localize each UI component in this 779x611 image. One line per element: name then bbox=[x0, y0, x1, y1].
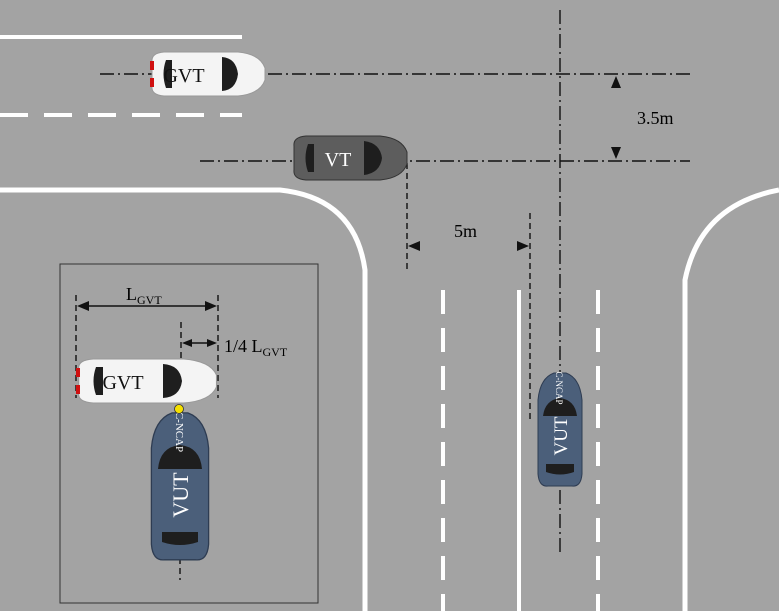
inset-quarter-label: 1/4 LGVT bbox=[224, 336, 288, 359]
vut-inset-vehicle: VUT C-NCAP bbox=[150, 412, 210, 561]
dimension-lateral bbox=[611, 76, 621, 159]
inset-length-label: LGVT bbox=[126, 284, 162, 307]
inset-frame bbox=[59, 263, 319, 604]
curb-right-corner bbox=[682, 187, 779, 611]
label-lateral-gap: 3.5m bbox=[637, 108, 674, 128]
vut-right-badge: C-NCAP bbox=[554, 371, 564, 404]
label-longitudinal-gap: 5m bbox=[454, 221, 477, 241]
vt-vehicle: VT bbox=[293, 135, 408, 181]
lane-markings bbox=[0, 35, 779, 611]
curb-left-corner bbox=[0, 187, 368, 611]
gvt-top-label: GVT bbox=[163, 65, 204, 87]
vut-right-vehicle: VUT C-NCAP bbox=[537, 371, 583, 487]
reference-lines bbox=[406, 163, 531, 420]
impact-point-marker bbox=[174, 404, 184, 414]
vut-inset-badge: C-NCAP bbox=[173, 412, 185, 452]
gvt-inset-label: GVT bbox=[102, 372, 143, 394]
vt-label: VT bbox=[325, 149, 352, 171]
dimension-longitudinal bbox=[408, 241, 529, 251]
gvt-top-vehicle: GVT bbox=[150, 51, 266, 97]
gvt-inset-vehicle: GVT bbox=[76, 358, 218, 404]
vut-right-label: VUT bbox=[551, 416, 572, 455]
vut-inset-label: VUT bbox=[168, 472, 193, 518]
inset-length-dimension bbox=[75, 295, 219, 398]
